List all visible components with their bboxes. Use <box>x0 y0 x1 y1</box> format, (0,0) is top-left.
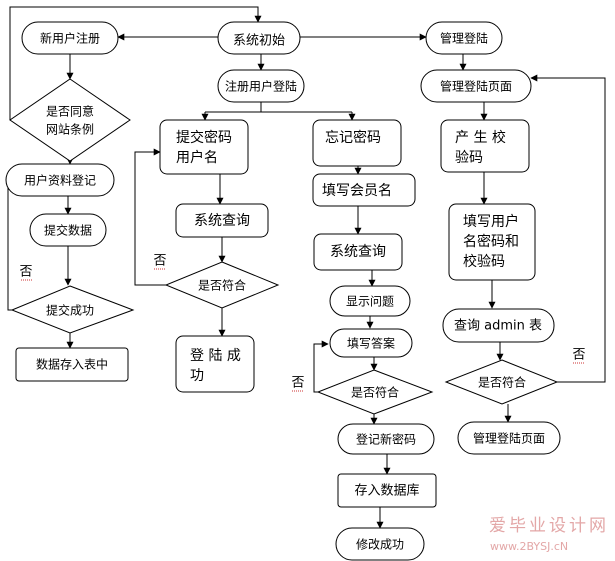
node-admin-login-page <box>420 69 532 103</box>
node-fill-user-credentials <box>448 203 536 281</box>
node-agree-terms-label-2: 网站条例 <box>46 123 94 137</box>
node-fill-member-name <box>312 173 416 207</box>
node-modify-success-label: 修改成功 <box>356 537 404 552</box>
label-no-answer: 否 <box>291 376 304 391</box>
node-register-user-login-label: 注册用户登陆 <box>225 79 297 94</box>
node-system-query-left-label: 系统查询 <box>194 213 250 229</box>
node-admin-login-page-final <box>457 421 561 455</box>
node-submit-data <box>29 213 107 247</box>
node-fill-answer <box>329 328 413 358</box>
node-login-success-label-1: 登 陆 成 <box>190 348 241 364</box>
node-admin-login <box>425 21 503 55</box>
node-generate-captcha-label-1: 产 生 校 <box>455 129 506 146</box>
node-submit-password <box>159 119 249 175</box>
node-forgot-password <box>312 119 402 167</box>
node-match-mid-decision <box>316 369 434 415</box>
node-system-init-label: 系统初始 <box>233 34 285 49</box>
edge-admin-no-loop <box>530 74 606 383</box>
label-no-submit: 否 <box>19 265 32 280</box>
node-save-to-table <box>15 347 129 382</box>
node-login-success <box>175 335 255 393</box>
node-forgot-password-label: 忘记密码 <box>325 129 381 146</box>
edge-match-no-loop <box>134 148 166 286</box>
node-submit-success-label: 提交成功 <box>46 303 94 318</box>
node-user-profile-register <box>5 163 115 197</box>
flow-edges <box>7 6 606 529</box>
node-register-new-password <box>337 423 435 455</box>
watermark-title: 爱毕业设计网 <box>489 516 609 536</box>
node-new-user-register-label: 新用户注册 <box>40 31 100 46</box>
edge-login-branch <box>205 102 352 113</box>
node-user-profile-register-label: 用户资料登记 <box>24 173 96 188</box>
node-fill-user-label-2: 名密码和 <box>463 233 519 250</box>
node-register-user-login <box>217 69 305 103</box>
node-fill-answer-label: 填写答案 <box>347 336 395 351</box>
node-system-query-left <box>175 203 269 238</box>
node-submit-password-label-1: 提交密码 <box>176 129 232 146</box>
label-no-login: 否 <box>153 254 166 269</box>
node-new-user-register <box>21 21 119 55</box>
flow-nodes: 系统初始 新用户注册 管理登陆 是否同意 网站条例 注册用户登陆 管理登陆页面 … <box>5 21 561 561</box>
watermark-url: www.2BYSJ.cN <box>490 540 568 553</box>
node-agree-terms-label-1: 是否同意 <box>46 104 94 119</box>
node-register-new-password-label: 登记新密码 <box>356 432 416 447</box>
node-admin-login-page-label: 管理登陆页面 <box>440 79 512 94</box>
node-admin-login-page-final-label: 管理登陆页面 <box>473 431 545 446</box>
node-save-to-database <box>337 473 437 508</box>
node-submit-data-label: 提交数据 <box>44 223 92 238</box>
edge-answer-no-loop <box>313 340 329 393</box>
node-show-question <box>329 285 411 317</box>
no-branch-labels: 否 否 否 否 <box>19 254 586 392</box>
node-admin-login-label: 管理登陆 <box>440 31 488 46</box>
node-save-to-table-label: 数据存入表中 <box>36 357 108 372</box>
node-login-success-label-2: 功 <box>190 368 204 384</box>
node-save-to-database-label: 存入数据库 <box>354 483 419 499</box>
label-no-admin: 否 <box>572 348 585 363</box>
node-fill-member-name-label: 填写会员名 <box>322 183 392 199</box>
node-query-admin-table <box>442 308 555 343</box>
node-system-query-mid <box>313 233 403 271</box>
edge-success-no-loop <box>7 176 18 311</box>
node-agree-terms-decision <box>9 78 131 162</box>
node-fill-user-label-3: 校验码 <box>463 253 505 270</box>
node-submit-password-label-2: 用户名 <box>176 149 218 166</box>
edge-loop-to-init <box>9 6 262 120</box>
node-match-right-decision <box>444 359 559 405</box>
node-generate-captcha-label-2: 验码 <box>455 150 483 166</box>
node-match-right-label: 是否符合 <box>478 375 526 390</box>
node-match-left-label: 是否符合 <box>198 278 246 293</box>
node-match-mid-label: 是否符合 <box>351 385 399 400</box>
node-match-left-decision <box>164 261 280 309</box>
node-generate-captcha <box>440 119 530 173</box>
node-fill-user-label-1: 填写用户 <box>463 213 519 230</box>
node-system-init <box>217 21 301 55</box>
node-modify-success <box>335 527 425 561</box>
node-show-question-label: 显示问题 <box>346 295 394 309</box>
node-submit-success-decision <box>10 285 135 334</box>
node-system-query-mid-label: 系统查询 <box>330 244 386 260</box>
node-query-admin-table-label: 查询 admin 表 <box>454 319 542 334</box>
watermark: 爱毕业设计网 www.2BYSJ.cN <box>489 516 609 553</box>
